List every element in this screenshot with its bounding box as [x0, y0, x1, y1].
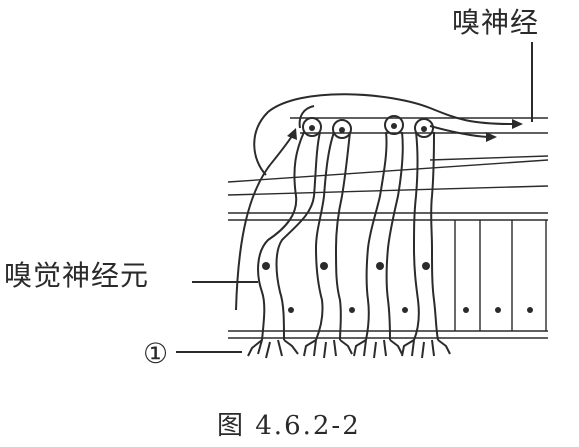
marker-1-label: ①: [143, 337, 169, 370]
olfactory-neuron-4: [401, 118, 451, 359]
supporting-cells: [288, 220, 547, 331]
olfactory-nerve-label: 嗅神经: [452, 6, 540, 39]
tissue-layers: [227, 117, 549, 339]
olfactory-neuron-label: 嗅觉神经元: [4, 259, 150, 292]
olfactory-neuron-2: [303, 119, 353, 359]
olfactory-neuron-3: [353, 115, 404, 359]
olfactory-neuron-1: [247, 117, 322, 359]
figure-caption: 图 4.6.2-2: [217, 411, 361, 441]
signal-arrows: [235, 93, 523, 311]
leader-lines: [176, 281, 258, 353]
